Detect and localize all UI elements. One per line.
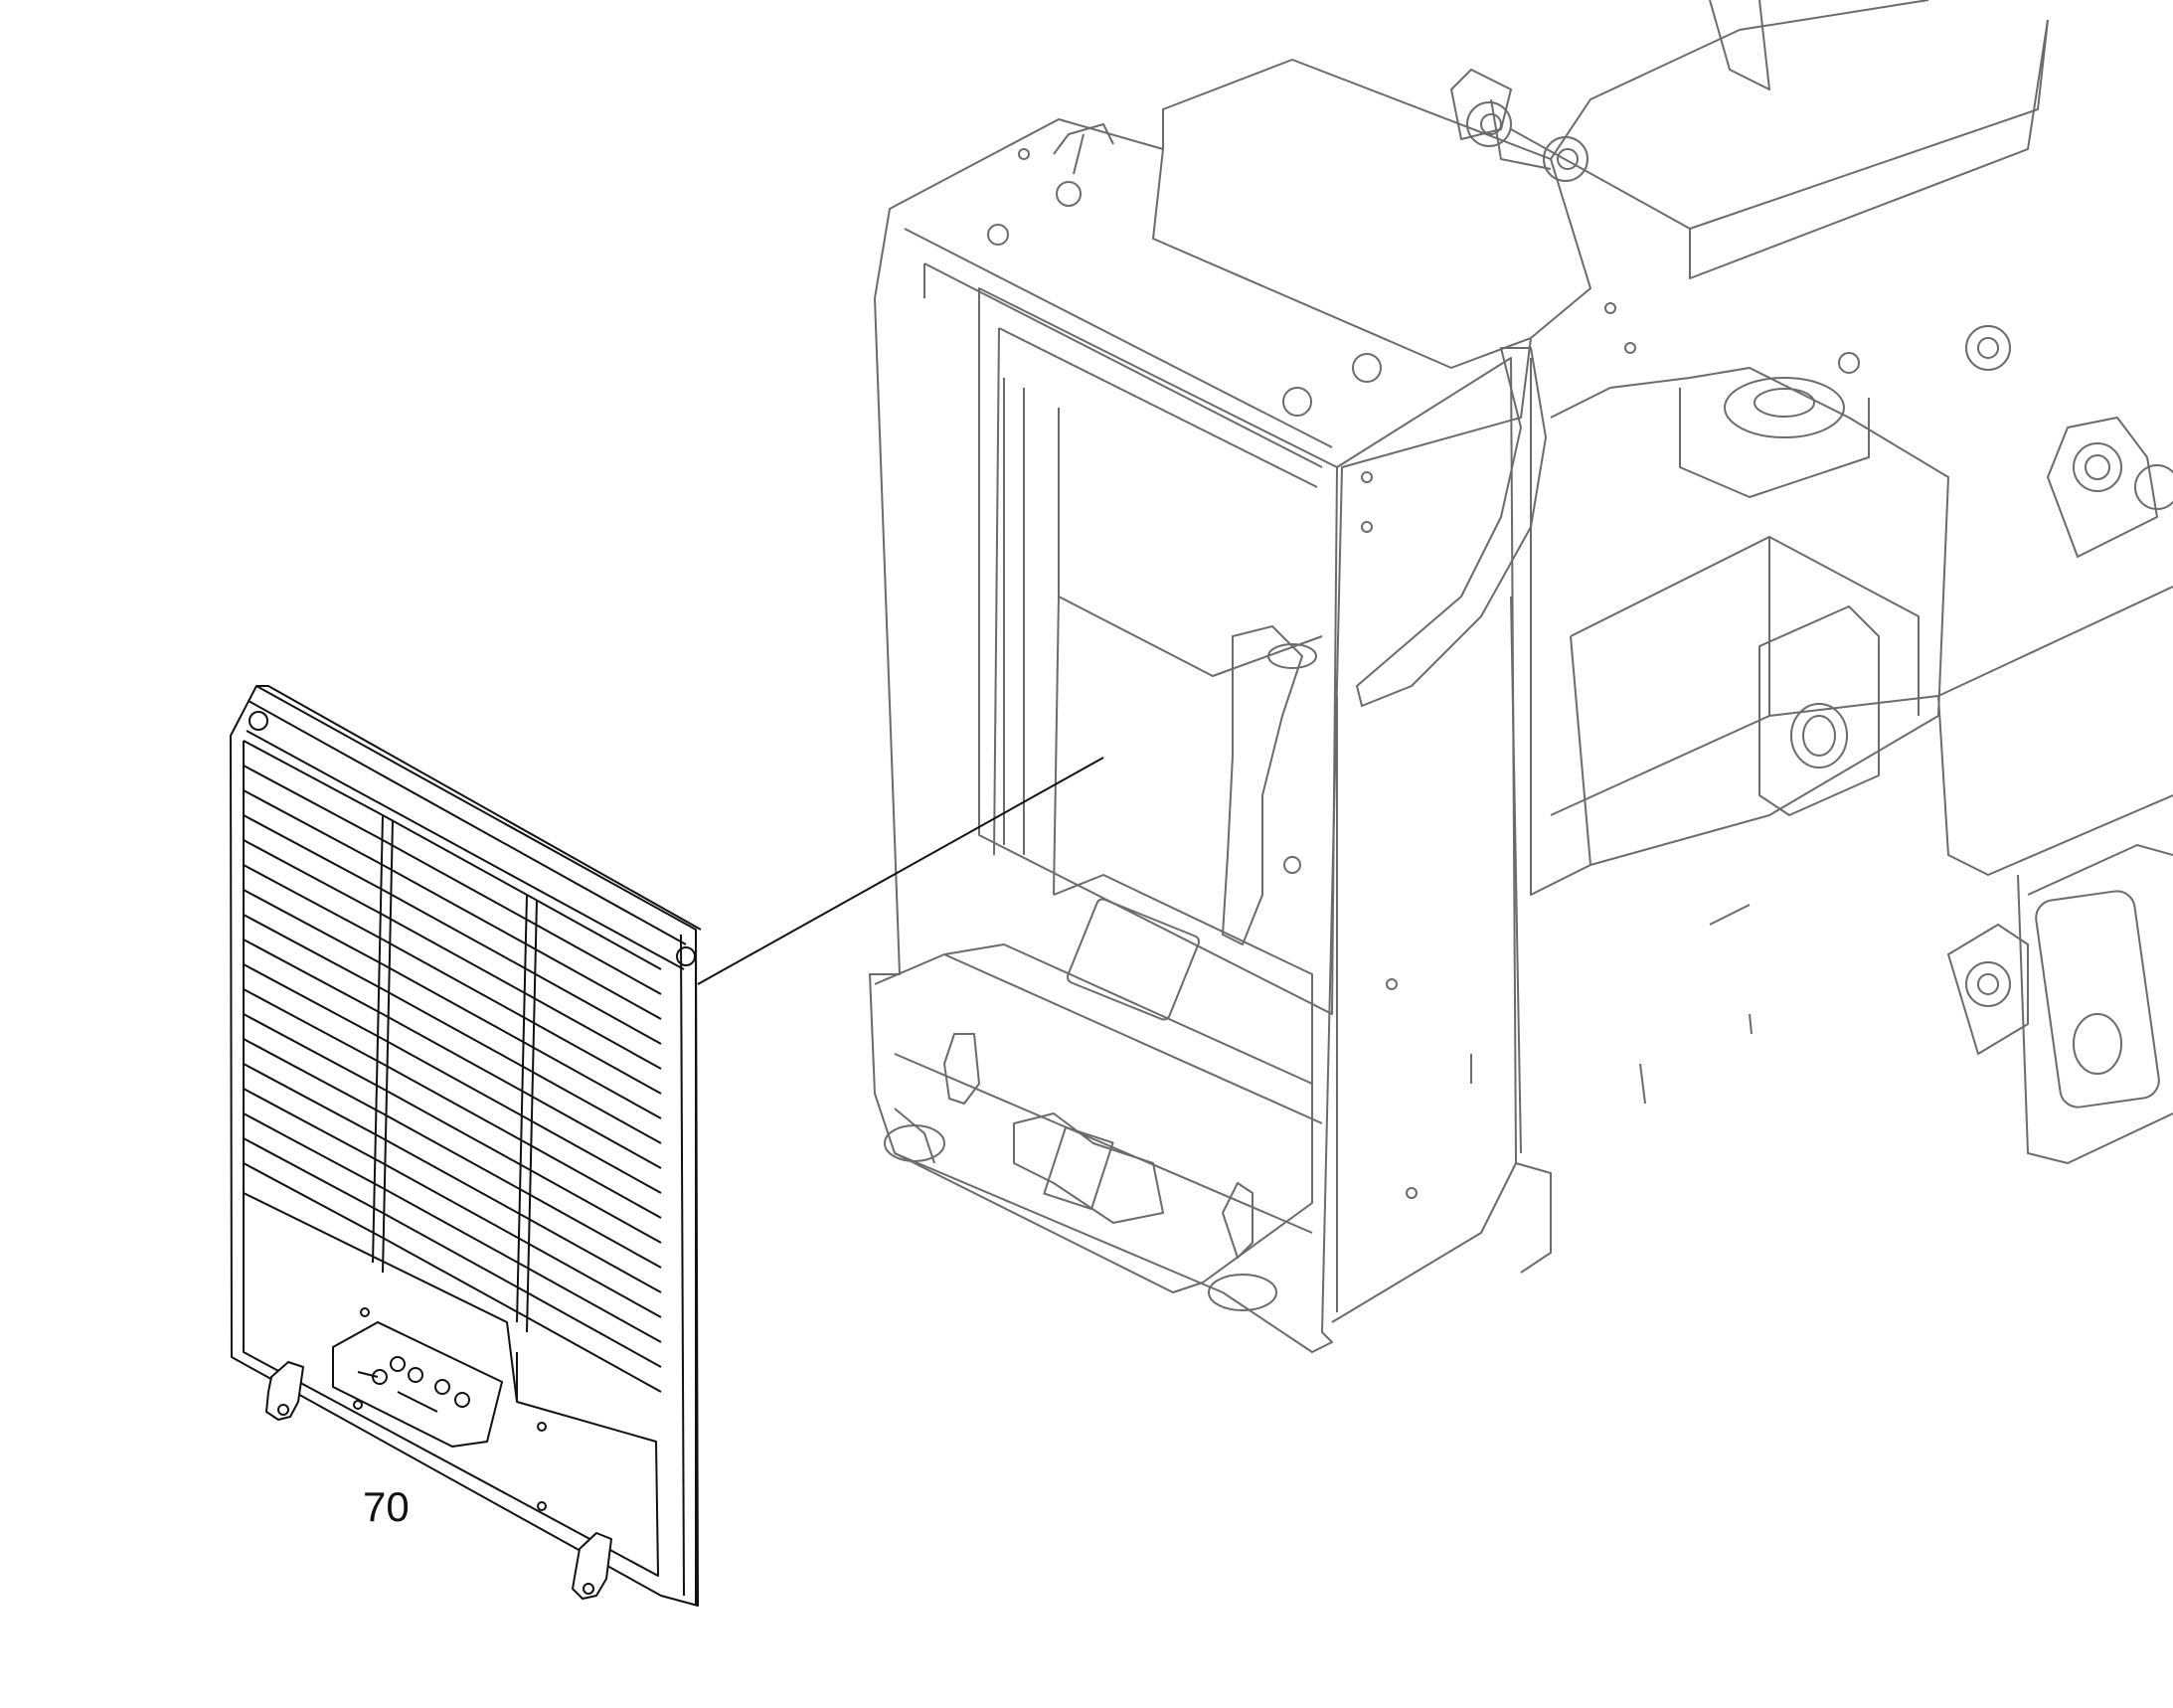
leader-line	[697, 757, 1104, 985]
latch-left	[265, 1361, 304, 1421]
latch-right	[572, 1532, 612, 1600]
machine-frame	[869, 0, 2173, 1353]
grille-part	[230, 685, 702, 1607]
grille-slats	[243, 740, 662, 1393]
callout-label-70: 70	[363, 1483, 410, 1530]
